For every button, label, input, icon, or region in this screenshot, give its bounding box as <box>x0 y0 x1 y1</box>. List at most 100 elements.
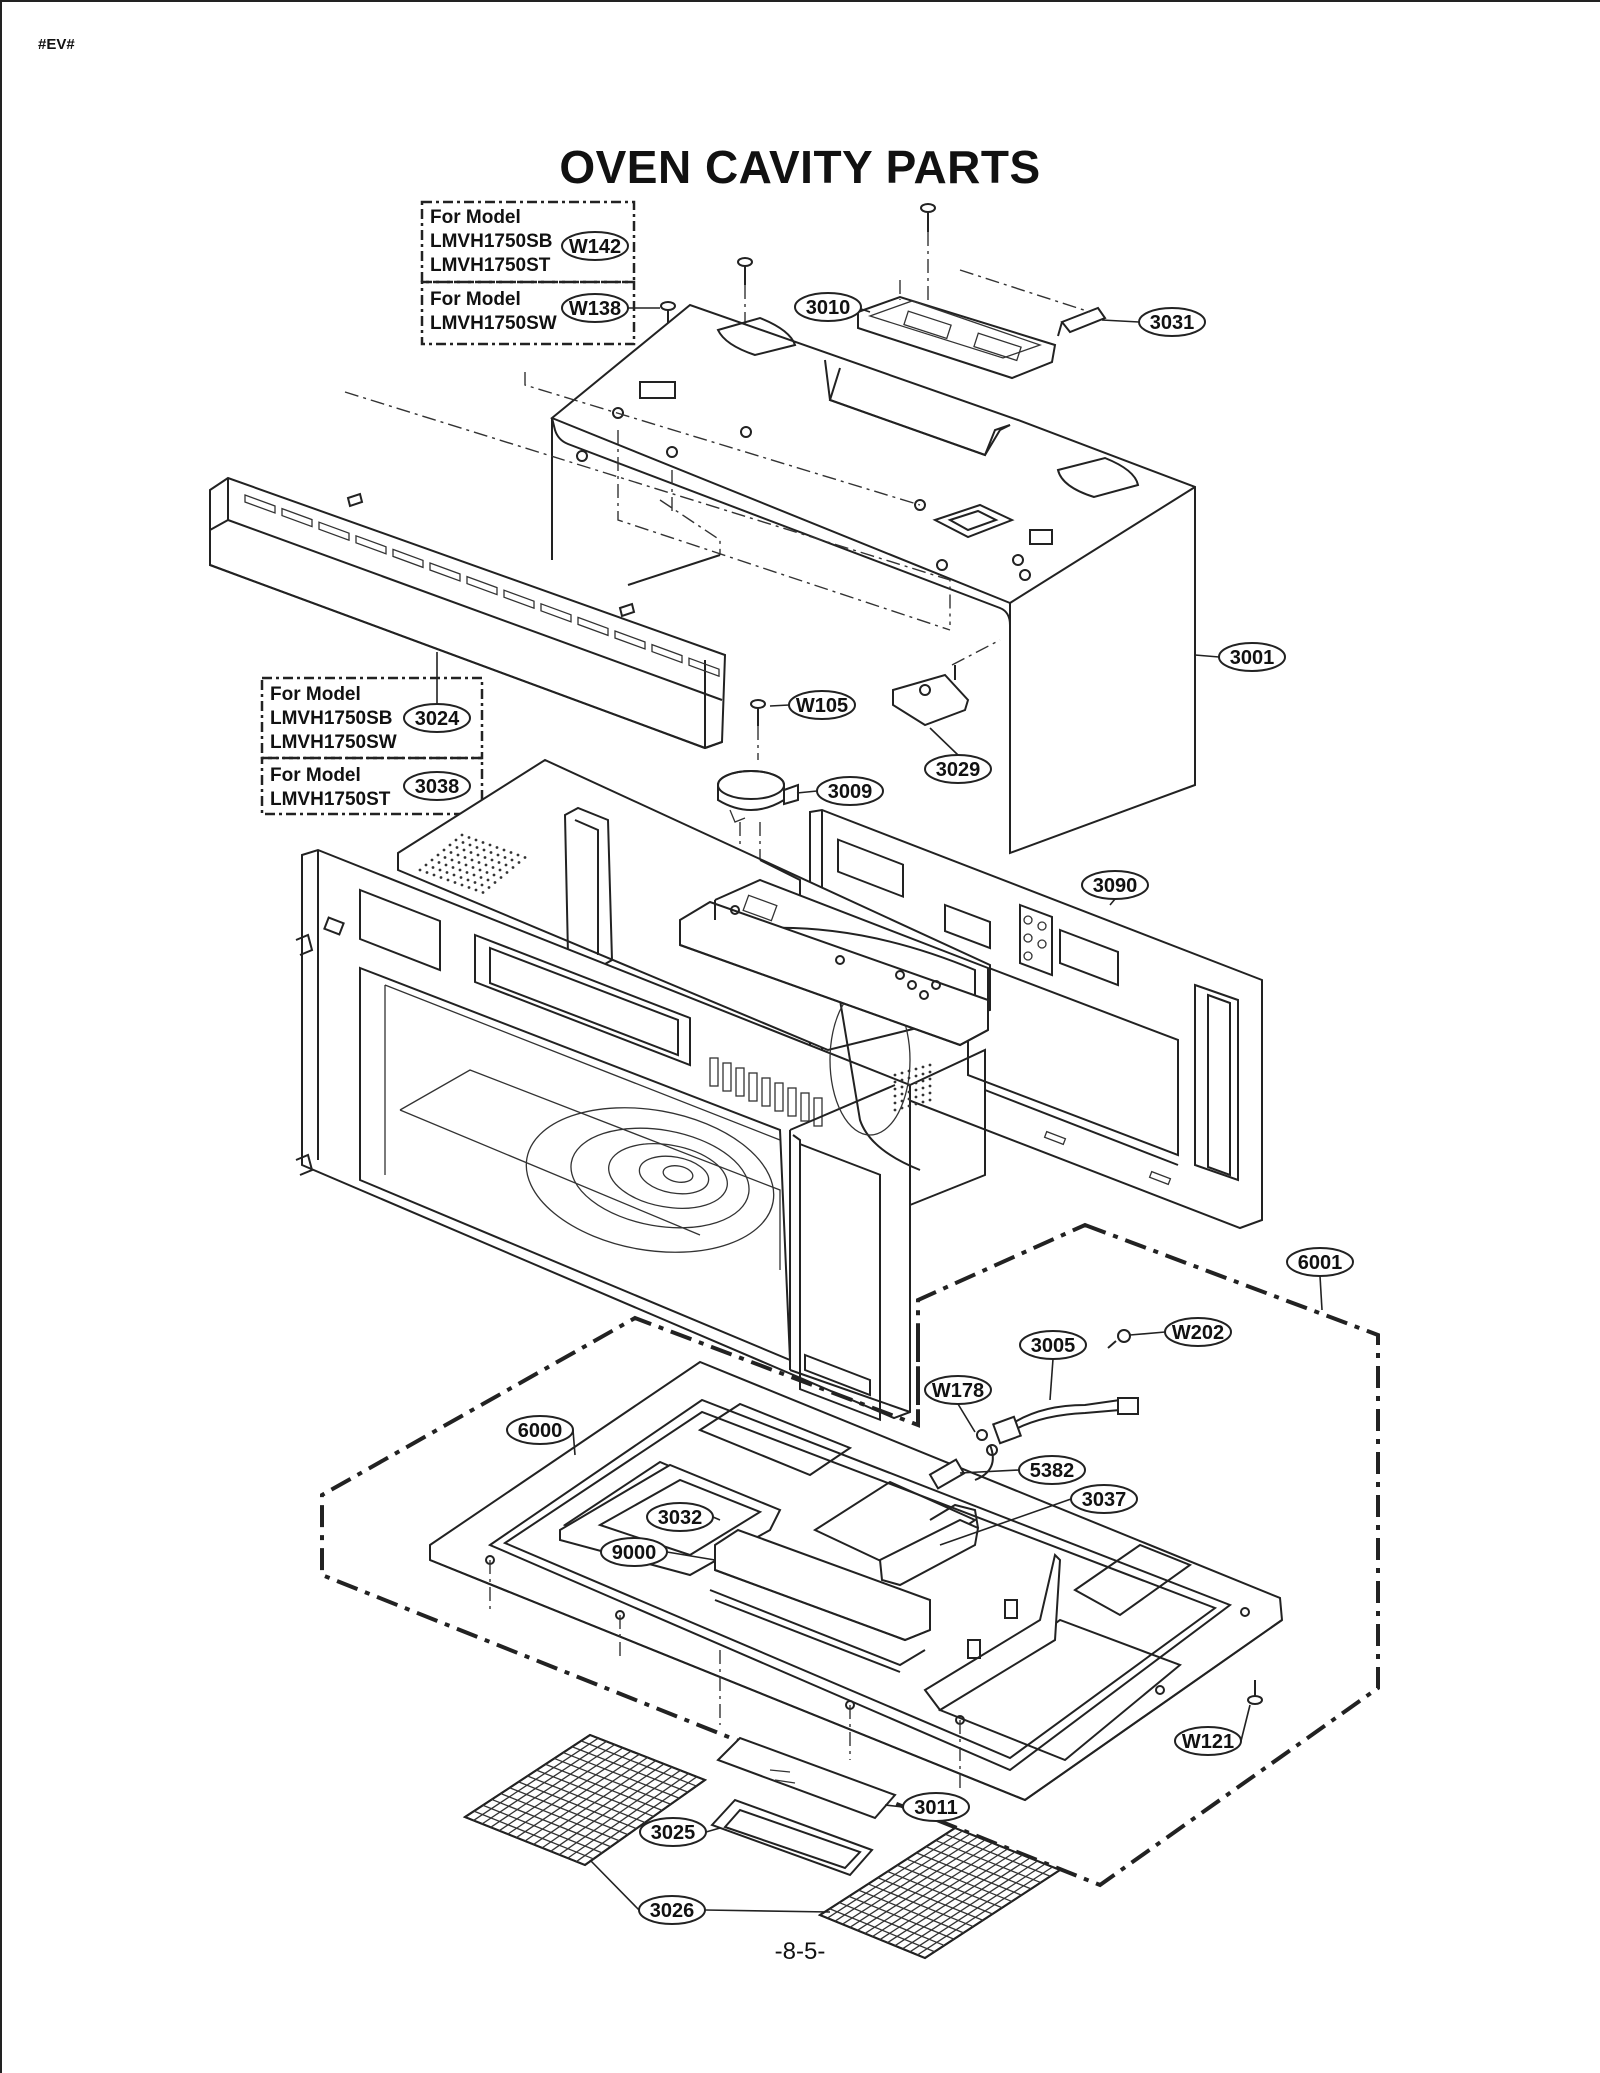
bracket-right-base <box>923 1553 1062 1712</box>
callout-3037[interactable]: 3037 <box>939 1484 1138 1546</box>
callout-label-5382: 5382 <box>1030 1460 1075 1482</box>
vent-hole <box>483 856 487 859</box>
vent-hole <box>450 858 454 862</box>
callout-3032[interactable]: 3032 <box>646 1502 721 1532</box>
note-w142-line-2: LMVH1750SB <box>430 231 553 252</box>
callout-3010[interactable]: 3010 <box>794 292 862 322</box>
vent-hole <box>489 851 493 854</box>
vent-hole <box>499 876 503 879</box>
vent-slot <box>774 1082 784 1112</box>
callout-w121[interactable]: W121 <box>1174 1704 1251 1756</box>
vent-hole <box>921 1093 925 1097</box>
callout-9000[interactable]: 9000 <box>600 1537 716 1567</box>
vent-slot <box>787 1087 797 1117</box>
grille-slot <box>318 521 350 542</box>
callout-3005[interactable]: 3005 <box>1019 1330 1087 1401</box>
grille-slot <box>614 630 646 650</box>
vent-hole <box>480 883 484 887</box>
callout-label-3005: 3005 <box>1031 1335 1076 1357</box>
vent-hole <box>914 1067 918 1071</box>
filter-left-3026 <box>462 1733 708 1867</box>
vent-hole <box>487 886 491 889</box>
page-title: OVEN CAVITY PARTS <box>559 141 1041 193</box>
callout-3029[interactable]: 3029 <box>924 727 992 784</box>
vent-hole <box>516 853 520 857</box>
vent-hole <box>498 868 502 872</box>
vent-hole <box>511 866 515 869</box>
vent-hole <box>457 861 461 864</box>
grille-slot <box>355 534 387 555</box>
grille-slot <box>651 643 683 664</box>
callout-3001[interactable]: 3001 <box>1194 642 1286 672</box>
callout-3090[interactable]: 3090 <box>1081 870 1149 906</box>
vent-hole <box>921 1072 925 1076</box>
vent-hole <box>893 1073 897 1077</box>
vent-hole <box>473 881 477 884</box>
vent-hole <box>445 871 449 874</box>
callout-label-w202: W202 <box>1172 1322 1224 1344</box>
vent-hole <box>444 863 448 867</box>
vent-hole <box>425 871 429 874</box>
vent-hole <box>481 841 485 844</box>
callout-3011[interactable]: 3011 <box>884 1792 970 1822</box>
vent-hole <box>460 883 464 887</box>
callout-label-3001: 3001 <box>1230 647 1275 669</box>
screw-top-2 <box>920 203 936 232</box>
grille-slot <box>577 616 609 637</box>
vent-hole <box>475 846 479 849</box>
callout-w138[interactable]: W138 <box>569 298 621 320</box>
callout-3009[interactable]: 3009 <box>796 776 884 806</box>
callout-5382[interactable]: 5382 <box>959 1455 1086 1485</box>
vent-hole <box>914 1088 918 1092</box>
vent-hole <box>452 873 456 877</box>
note-w142-line-3: LMVH1750ST <box>430 255 551 276</box>
vent-hole <box>492 873 496 877</box>
vent-hole <box>486 878 490 882</box>
callout-3038[interactable]: 3038 <box>415 776 460 798</box>
callout-3024[interactable]: 3024 <box>415 708 460 730</box>
vent-hole <box>914 1081 918 1085</box>
vent-hole <box>502 848 506 852</box>
callout-3025[interactable]: 3025 <box>639 1817 721 1847</box>
vent-hole <box>430 858 434 862</box>
callout-6000[interactable]: 6000 <box>506 1415 576 1456</box>
vent-hole <box>446 878 450 882</box>
vent-hole <box>928 1063 932 1067</box>
callout-label-6001: 6001 <box>1298 1252 1343 1274</box>
callout-label-3032: 3032 <box>658 1507 703 1529</box>
vent-hole <box>484 863 488 867</box>
vent-hole <box>455 846 459 849</box>
vent-hole <box>914 1095 918 1099</box>
vent-hole <box>462 848 466 852</box>
vent-hole <box>438 868 442 872</box>
grille-slot <box>244 494 276 514</box>
glass-cover-3011 <box>716 1736 897 1820</box>
callout-3026[interactable]: 3026 <box>589 1859 831 1925</box>
callout-w202[interactable]: W202 <box>1129 1317 1232 1347</box>
callout-label-3037: 3037 <box>1082 1489 1127 1511</box>
vent-hole <box>914 1102 918 1106</box>
vent-slot <box>813 1097 823 1127</box>
vent-hole <box>439 876 443 879</box>
callout-w142[interactable]: W142 <box>569 236 621 258</box>
callout-label-3011: 3011 <box>914 1797 957 1819</box>
callout-3031[interactable]: 3031 <box>1101 307 1206 337</box>
vent-hole <box>477 861 481 864</box>
vent-hole <box>928 1070 932 1074</box>
vent-slot <box>761 1077 771 1107</box>
note-w138-line-1: For Model <box>430 289 521 310</box>
callout-6001[interactable]: 6001 <box>1286 1247 1354 1311</box>
vent-hole <box>907 1104 911 1108</box>
vent-hole <box>921 1065 925 1069</box>
vent-hole <box>463 856 467 859</box>
callout-w105[interactable]: W105 <box>769 690 856 720</box>
vent-slot <box>709 1057 719 1087</box>
vent-hole <box>893 1080 897 1084</box>
callout-w178[interactable]: W178 <box>924 1375 992 1433</box>
vent-hole <box>432 873 436 877</box>
vent-hole <box>893 1101 897 1105</box>
bracket-3031 <box>899 269 1107 337</box>
grille-slot <box>540 602 572 623</box>
vent-hole <box>482 848 486 852</box>
grille-slot <box>466 575 498 596</box>
